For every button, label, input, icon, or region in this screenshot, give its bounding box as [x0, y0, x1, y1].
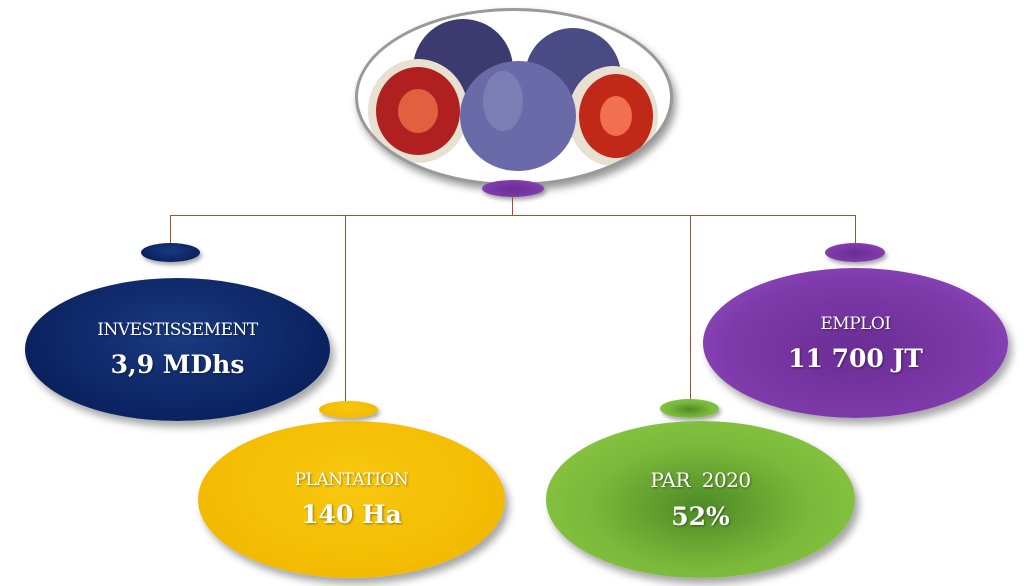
node-value: 3,9 MDhs: [110, 350, 245, 379]
connector-line: [345, 215, 346, 401]
connector-line: [170, 215, 171, 245]
emploi-node: EMPLOI 11 700 JT: [703, 268, 1008, 418]
connector-line: [512, 196, 513, 216]
emploi-connector-node: [825, 243, 885, 262]
par2020-node: PAR 2020 52%: [546, 421, 855, 578]
connector-line: [690, 215, 691, 401]
investissement-node: INVESTISSEMENT 3,9 MDhs: [25, 278, 330, 421]
par2020-connector-node: [660, 399, 719, 418]
node-label: EMPLOI: [820, 313, 891, 334]
connector-line: [170, 215, 856, 216]
investissement-connector-node: [141, 243, 200, 262]
node-label: INVESTISSEMENT: [97, 320, 258, 340]
root-connector-node: [482, 180, 544, 197]
node-value: 52%: [671, 502, 730, 531]
connector-line: [855, 215, 856, 245]
node-value: 140 Ha: [301, 500, 402, 529]
plantation-connector-node: [319, 401, 378, 418]
fig-image: [355, 8, 673, 186]
node-label: PAR 2020: [650, 468, 751, 492]
node-value: 11 700 JT: [788, 343, 923, 373]
node-label: PLANTATION: [294, 470, 409, 490]
plantation-node: PLANTATION 140 Ha: [198, 421, 505, 578]
